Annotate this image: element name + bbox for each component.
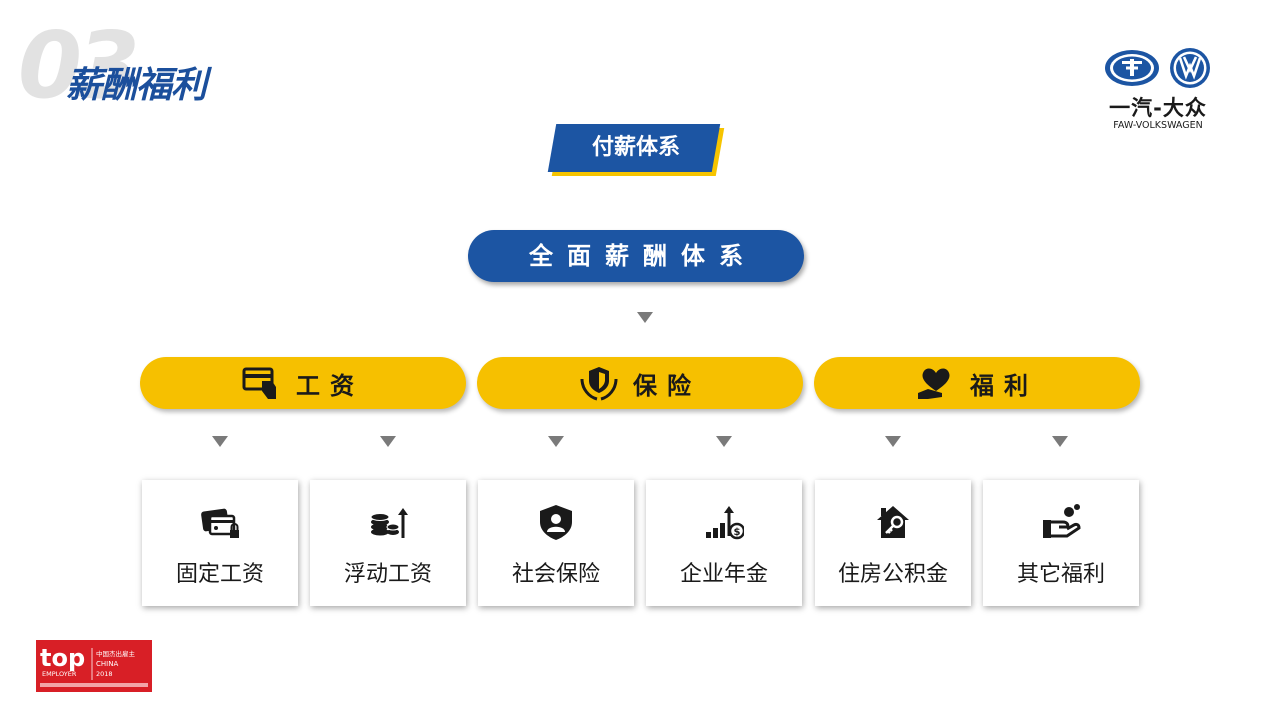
root-node: 全面薪酬体系 <box>468 230 804 282</box>
item-arrow <box>380 436 396 447</box>
item-card-fixed-salary: 固定工资 <box>142 480 298 606</box>
bars-coin-icon: $ <box>706 506 744 540</box>
item-label: 企业年金 <box>679 562 768 587</box>
badge-employer-text: EMPLOYER <box>42 670 77 678</box>
item-label: 其它福利 <box>1016 562 1105 587</box>
category-label: 福利 <box>970 371 1038 400</box>
item-arrow <box>716 436 732 447</box>
wallet-card-icon <box>201 508 239 538</box>
shield-person-icon <box>540 505 572 540</box>
category-salary: 工资 <box>140 357 466 409</box>
item-arrow <box>1052 436 1068 447</box>
item-card-other-welfare: 其它福利 <box>983 480 1139 606</box>
item-label: 住房公积金 <box>837 562 948 587</box>
item-label: 固定工资 <box>175 562 264 587</box>
badge-top-text: top <box>40 644 85 672</box>
item-label: 社会保险 <box>511 562 600 587</box>
pay-system-tag: 付薪体系 <box>547 124 725 176</box>
hand-coins-icon <box>1043 504 1081 538</box>
section-title: 薪酬福利 <box>66 65 207 106</box>
badge-cn-text: 中国杰出雇主 <box>96 649 136 658</box>
item-card-floating-salary: 浮动工资 <box>310 480 466 606</box>
house-key-icon <box>877 506 909 538</box>
item-arrow <box>885 436 901 447</box>
item-label: 浮动工资 <box>343 562 432 587</box>
root-arrow <box>637 312 653 323</box>
logo-cn-text: 一汽-大众 <box>1109 96 1207 120</box>
shield-hands-icon <box>580 367 618 401</box>
section-number: 03 <box>18 12 140 119</box>
item-arrow <box>212 436 228 447</box>
coins-up-icon <box>370 508 408 538</box>
tag-label: 付薪体系 <box>591 135 680 160</box>
svg-text:$: $ <box>734 527 741 538</box>
category-welfare: 福利 <box>814 357 1140 409</box>
category-label: 保险 <box>633 371 701 400</box>
logo-en-text: FAW-VOLKSWAGEN <box>1113 120 1203 131</box>
badge-year-text: 2018 <box>96 670 113 678</box>
top-employer-badge: top EMPLOYER 中国杰出雇主 CHINA 2018 <box>36 640 152 692</box>
faw-vw-logo: 一汽-大众 FAW-VOLKSWAGEN <box>1098 46 1218 136</box>
item-arrow <box>548 436 564 447</box>
salary-card-icon <box>242 367 276 399</box>
faw-vw-emblems-icon <box>1105 48 1210 88</box>
heart-hand-icon <box>918 368 950 399</box>
badge-country-text: CHINA <box>96 660 118 668</box>
item-card-enterprise-annuity: $ 企业年金 <box>646 480 802 606</box>
category-insurance: 保险 <box>477 357 803 409</box>
category-label: 工资 <box>296 371 364 400</box>
item-card-housing-fund: 住房公积金 <box>815 480 971 606</box>
item-card-social-insurance: 社会保险 <box>478 480 634 606</box>
